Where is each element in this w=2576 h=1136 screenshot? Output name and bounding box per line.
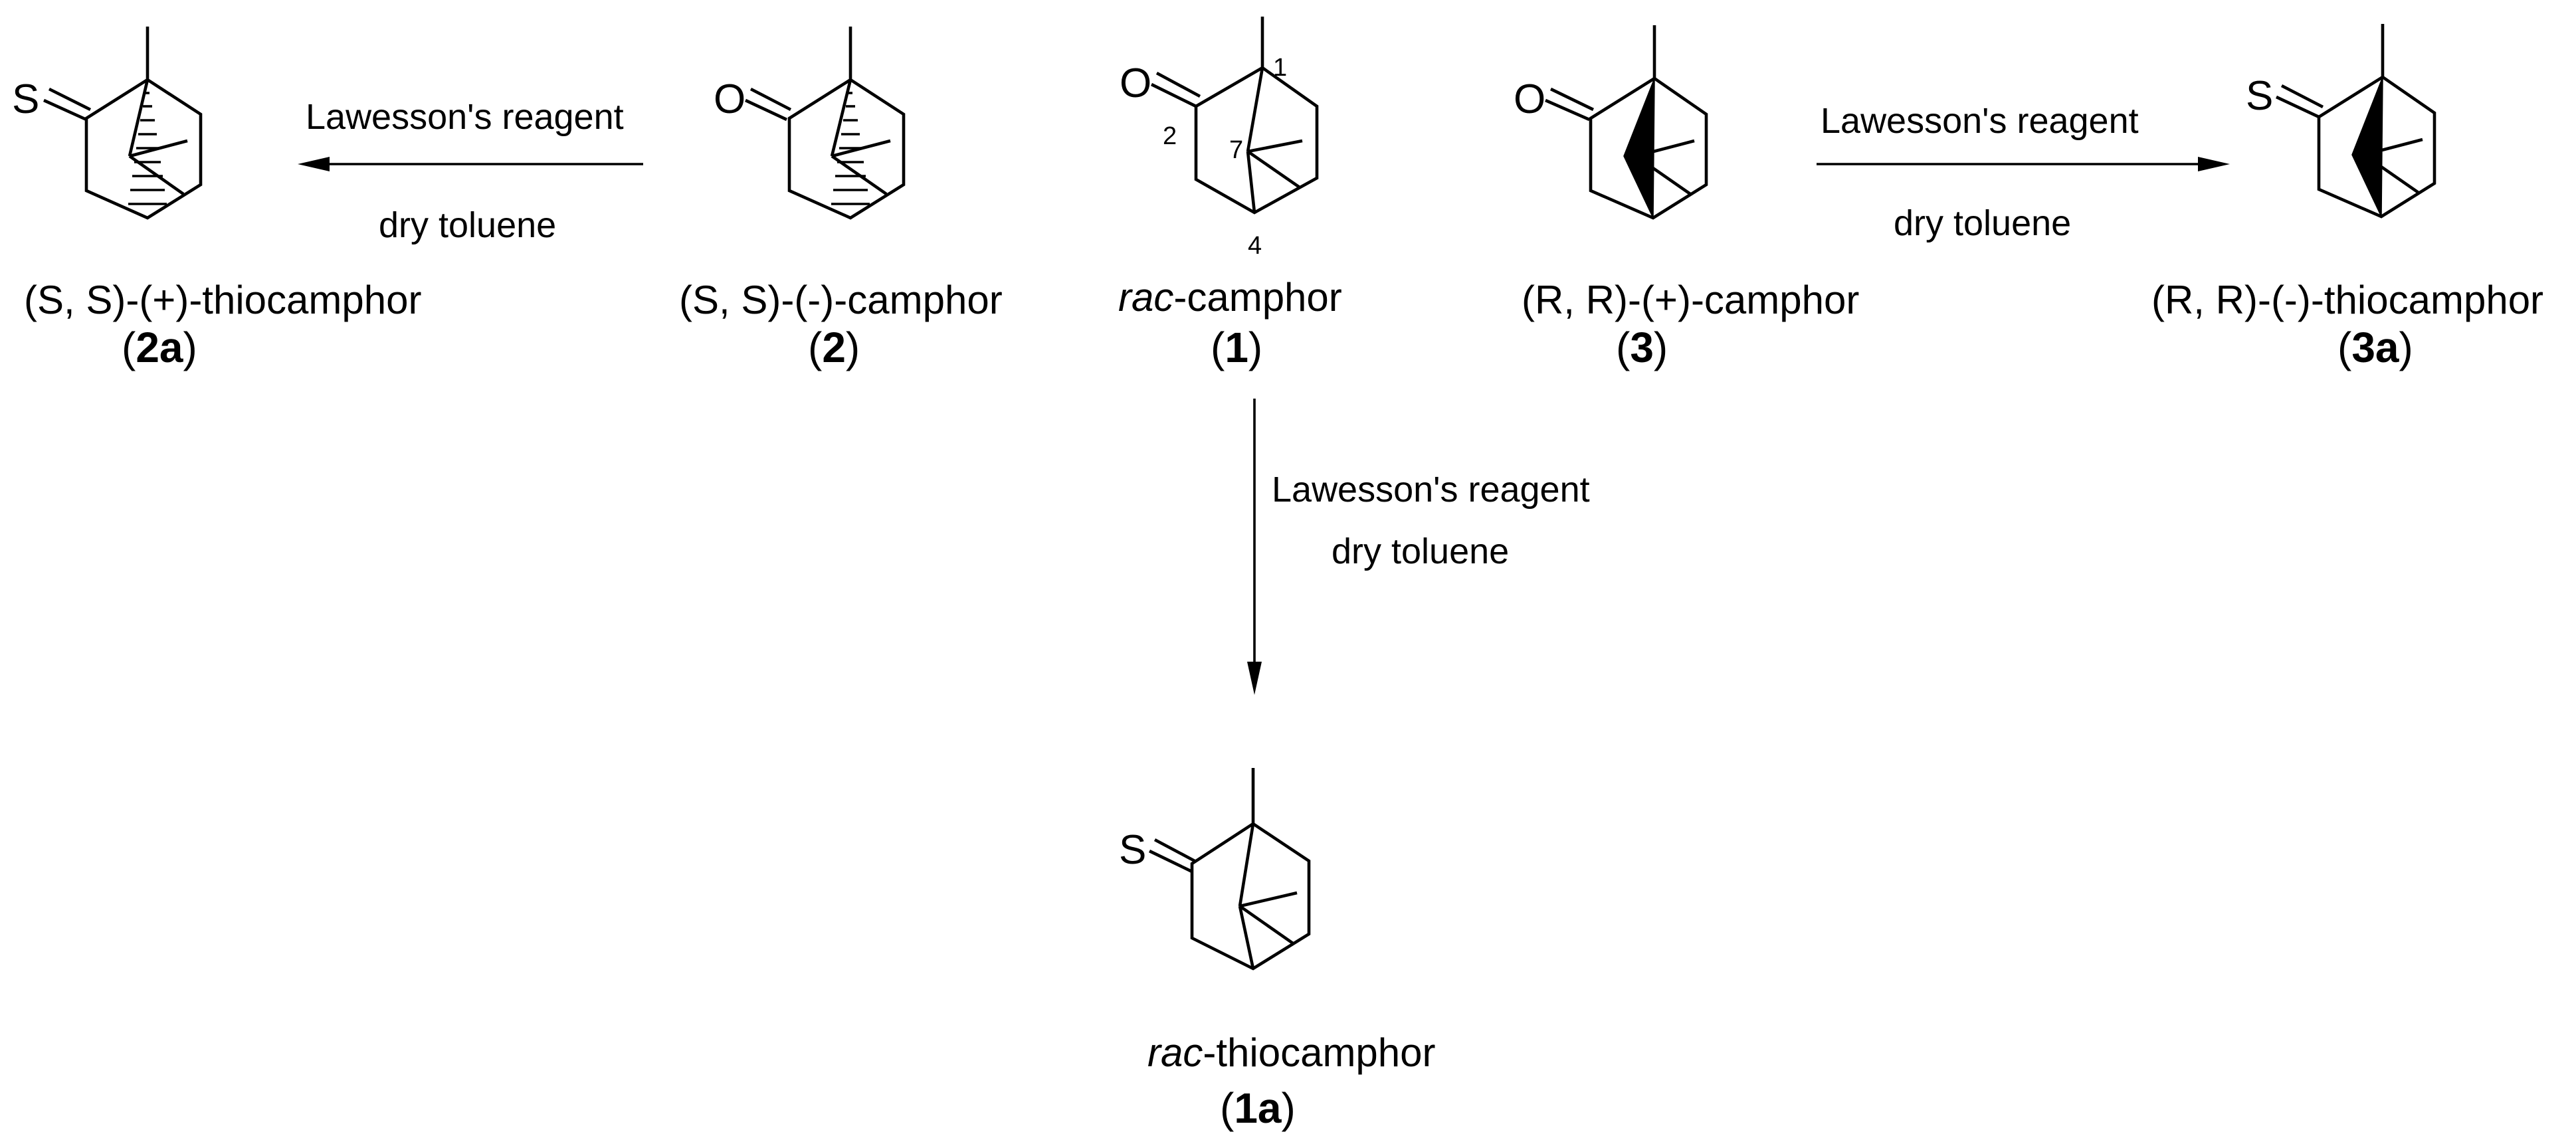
gem-methyl-1a-a	[1239, 891, 1298, 908]
bridge-1a-bottom	[1238, 905, 1255, 969]
gem-methyl-1-a	[1247, 139, 1303, 153]
hashed-bridge-2	[831, 92, 870, 205]
bridge-1-7	[1246, 67, 1264, 152]
double-bond-1-b	[1155, 71, 1201, 98]
structure-1: O 1 2 7 4	[1120, 17, 1319, 260]
oxygen-atom-3: O	[1514, 76, 1545, 122]
oxygen-atom-1: O	[1120, 60, 1151, 106]
double-bond-3-a	[1545, 98, 1590, 122]
oxygen-atom-2: O	[714, 76, 745, 122]
compound-label-3: (3)	[1616, 324, 1668, 371]
gem-methyl-3a-b	[2363, 153, 2420, 194]
gem-methyl-3-b	[1635, 155, 1692, 195]
wedged-bridge-3	[1623, 78, 1655, 219]
double-bond-2a-a	[43, 98, 87, 122]
gem-methyl-1-b	[1246, 150, 1301, 189]
locant-c1: 1	[1273, 54, 1287, 82]
double-bond-1a-b	[1153, 838, 1197, 864]
locant-c4: 4	[1248, 232, 1262, 260]
bridge-to-gem-2a	[128, 79, 149, 157]
reagent-label-3-to-3a: Lawesson's reagent	[1821, 101, 2139, 141]
double-bond-3a-b	[2280, 84, 2324, 109]
compound-label-1: (1)	[1211, 324, 1262, 371]
reaction-arrow-2-to-2a	[298, 157, 643, 171]
ring-2a	[84, 78, 203, 220]
double-bond-1-a	[1150, 82, 1197, 108]
double-bond-1a-a	[1148, 849, 1193, 874]
gem-methyl-3a-a	[2363, 138, 2423, 157]
double-bond-3-b	[1549, 87, 1595, 112]
sulfur-atom-2a: S	[12, 76, 39, 122]
compound-label-3a: (3a)	[2337, 324, 2413, 371]
locant-c7: 7	[1229, 136, 1243, 164]
compound-label-2: (2)	[808, 324, 860, 371]
compound-name-3a: (R, R)-(-)-thiocamphor	[2151, 278, 2543, 322]
reaction-arrow-1-to-1a	[1247, 399, 1262, 695]
locant-c2: 2	[1163, 122, 1177, 150]
solvent-label-3-to-3a: dry toluene	[1894, 203, 2071, 243]
reagent-label-1-to-1a: Lawesson's reagent	[1272, 470, 1590, 510]
structure-3a: S	[2246, 24, 2436, 219]
bridge-to-gem-2	[830, 79, 852, 157]
compound-name-2: (S, S)-(-)-camphor	[679, 278, 1003, 322]
solvent-label-2-to-2a: dry toluene	[379, 205, 556, 245]
compound-name-3: (R, R)-(+)-camphor	[1522, 278, 1859, 322]
double-bond-2-a	[745, 98, 787, 122]
structure-1a: S	[1119, 768, 1311, 971]
compound-label-1a: (1a)	[1220, 1084, 1296, 1132]
compound-name-1: rac-camphor	[1118, 275, 1342, 320]
double-bond-3a-a	[2276, 95, 2320, 119]
structure-2: O	[714, 27, 906, 220]
reaction-arrow-3-to-3a	[1817, 157, 2230, 171]
structure-3: O	[1514, 25, 1708, 220]
wedged-bridge-3a	[2351, 76, 2383, 217]
gem-methyl-1a-b	[1238, 905, 1294, 945]
sulfur-atom-1a: S	[1119, 827, 1146, 873]
reagent-label-2-to-2a: Lawesson's reagent	[306, 97, 624, 137]
compound-name-2a: (S, S)-(+)-thiocamphor	[24, 278, 421, 322]
structure-2a: S	[12, 27, 203, 220]
double-bond-2-b	[749, 87, 792, 112]
bridge-1a-top	[1238, 823, 1255, 907]
hashed-bridge-2a	[128, 92, 167, 205]
compound-name-1a: rac-thiocamphor	[1147, 1030, 1436, 1075]
bridge-7-4	[1246, 151, 1256, 213]
gem-methyl-3-a	[1635, 139, 1695, 158]
ring-2	[787, 78, 906, 220]
solvent-label-1-to-1a: dry toluene	[1332, 531, 1509, 571]
double-bond-2a-b	[48, 87, 92, 112]
sulfur-atom-3a: S	[2246, 73, 2273, 119]
compound-label-2a: (2a)	[122, 324, 197, 371]
